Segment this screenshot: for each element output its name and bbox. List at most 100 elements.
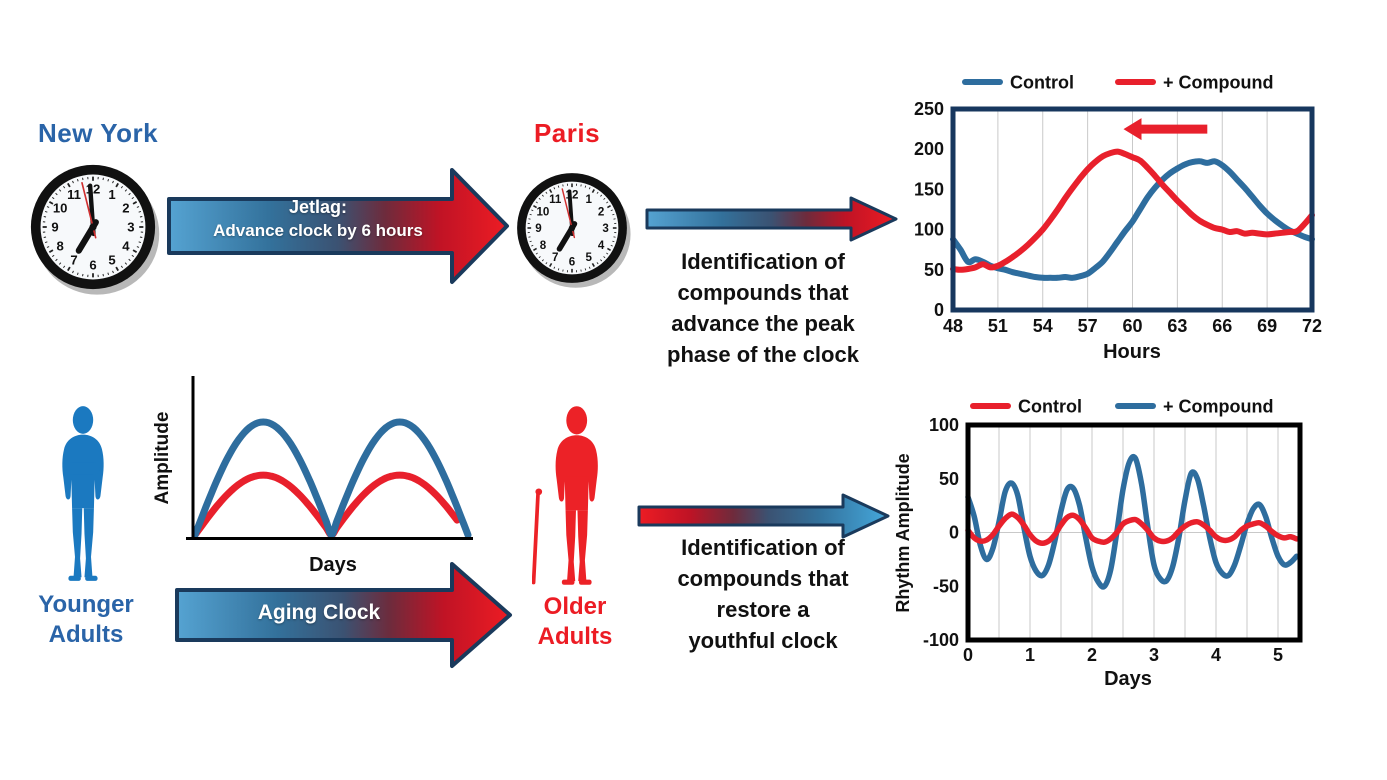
legend-label: + Compound xyxy=(1163,73,1274,93)
clock-number: 8 xyxy=(56,239,63,254)
legend-label: Control xyxy=(1010,73,1074,93)
clock-number: 7 xyxy=(552,252,558,264)
clock-number: 9 xyxy=(535,223,542,235)
person-left-leg xyxy=(565,510,576,582)
x-tick-label: 51 xyxy=(988,316,1008,336)
older-adult-silhouette xyxy=(532,406,598,585)
ident-top-line2: compounds that xyxy=(677,280,849,305)
y-tick-label: 50 xyxy=(924,260,944,280)
y-axis-title: Amplitude xyxy=(152,412,173,505)
clock-number: 12 xyxy=(86,182,101,197)
phase-advance-arrow xyxy=(1123,118,1208,141)
control-curve xyxy=(965,511,1300,547)
y-tick-label: 150 xyxy=(914,179,944,199)
x-tick-label: 54 xyxy=(1033,316,1053,336)
clock-number: 3 xyxy=(602,223,609,235)
x-tick-label: 3 xyxy=(1149,645,1159,665)
screen-arrow-top xyxy=(645,196,898,242)
legend-label: + Compound xyxy=(1163,397,1274,417)
younger-adults-wave xyxy=(191,418,472,539)
y-tick-label: -100 xyxy=(923,630,959,650)
x-tick-label: 2 xyxy=(1087,645,1097,665)
person-left-leg xyxy=(72,508,83,578)
clock-number: 5 xyxy=(108,253,115,268)
clock-number: 8 xyxy=(540,240,547,252)
clock-number: 9 xyxy=(51,220,58,235)
identification-text-bottom: Identification of compounds that restore… xyxy=(634,532,892,656)
person-right-leg xyxy=(577,510,588,582)
person-head xyxy=(566,406,588,435)
cane xyxy=(532,491,540,585)
x-tick-label: 4 xyxy=(1211,645,1221,665)
y-tick-label: 200 xyxy=(914,139,944,159)
y-tick-label: 100 xyxy=(914,220,944,240)
person-head xyxy=(72,406,94,434)
ident-bottom-line2: compounds that xyxy=(677,566,849,591)
younger-adults-label: Younger Adults xyxy=(11,590,161,650)
clock-number: 4 xyxy=(598,240,605,252)
crossed-arms xyxy=(66,462,100,475)
x-tick-label: 72 xyxy=(1302,316,1322,336)
clock-number: 5 xyxy=(586,252,593,264)
jetlag-arrow-line2: Advance clock by 6 hours xyxy=(213,221,423,240)
ident-top-line1: Identification of xyxy=(681,249,845,274)
screen-arrow-bottom xyxy=(637,493,890,539)
jetlag-arrow-label: Jetlag: Advance clock by 6 hours xyxy=(178,196,458,242)
x-axis-title: Days xyxy=(1104,668,1152,690)
x-tick-label: 0 xyxy=(963,645,973,665)
x-tick-label: 63 xyxy=(1167,316,1187,336)
clock-number: 2 xyxy=(122,201,129,216)
plot-border xyxy=(950,106,1315,313)
clock-number: 1 xyxy=(586,194,593,206)
y-tick-label: 0 xyxy=(934,300,944,320)
x-tick-label: 69 xyxy=(1257,316,1277,336)
clock-number: 10 xyxy=(536,206,549,218)
crossed-arms xyxy=(559,463,594,477)
-compound-curve xyxy=(950,148,1315,273)
paris-label: Paris xyxy=(533,118,601,148)
clock-number: 4 xyxy=(122,239,130,254)
younger-label-line2: Adults xyxy=(48,621,124,648)
jetlag-assay-chart: Control + Compound 0 50 100 150 200 250 48 51 54 57… xyxy=(914,73,1322,364)
clock-number: 1 xyxy=(108,187,115,202)
clock-number: 3 xyxy=(127,220,134,235)
clock-number: 7 xyxy=(70,253,77,268)
x-tick-label: 1 xyxy=(1025,645,1035,665)
y-tick-label: -50 xyxy=(933,576,959,596)
jetlag-arrow-line1: Jetlag: xyxy=(288,197,348,217)
y-tick-label: 50 xyxy=(939,469,959,489)
older-label-line1: Older xyxy=(543,593,607,620)
older-adults-label: Older Adults xyxy=(512,592,638,652)
ident-top-line3: advance the peak xyxy=(671,311,855,336)
hand-on-cane xyxy=(535,488,543,496)
clock-number: 6 xyxy=(89,258,96,273)
newyork-label: New York xyxy=(38,118,159,148)
ident-bottom-line4: youthful clock xyxy=(688,628,838,653)
legend-label: Control xyxy=(1018,397,1082,417)
younger-label-line1: Younger xyxy=(38,591,134,618)
clock-number: 12 xyxy=(566,190,579,202)
x-axis-title: Days xyxy=(309,554,357,576)
ident-top-line4: phase of the clock xyxy=(667,342,859,367)
person-right-leg xyxy=(83,508,94,578)
aging-clock-arrow xyxy=(175,562,512,668)
identification-text-top: Identification of compounds that advance… xyxy=(634,246,892,370)
ident-bottom-line1: Identification of xyxy=(681,535,845,560)
x-tick-label: 66 xyxy=(1212,316,1232,336)
clock-number: 2 xyxy=(598,206,604,218)
x-tick-label: 5 xyxy=(1273,645,1283,665)
older-label-line2: Adults xyxy=(537,623,613,650)
x-tick-label: 48 xyxy=(943,316,963,336)
clock-number: 11 xyxy=(67,187,81,202)
y-tick-label: 250 xyxy=(914,99,944,119)
x-tick-label: 57 xyxy=(1078,316,1098,336)
x-tick-label: 60 xyxy=(1122,316,1142,336)
plot-border xyxy=(965,422,1303,643)
jetlag-arrow xyxy=(167,168,509,284)
y-tick-label: 100 xyxy=(929,415,959,435)
